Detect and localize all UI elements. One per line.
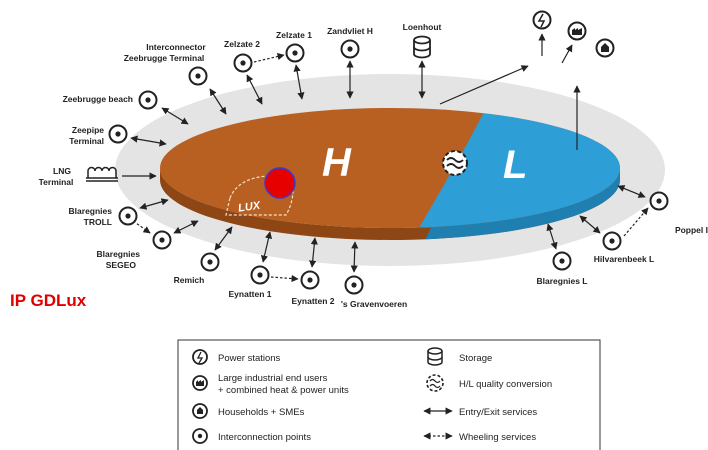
label-zelzate1: Zelzate 1	[276, 30, 312, 40]
legend-power-stations: Power stations	[218, 353, 281, 364]
label-hilvarenbeek: Hilvarenbeek L	[594, 254, 654, 264]
page-title: IP GDLux	[10, 291, 87, 310]
legend-storage: Storage	[459, 353, 492, 364]
label-lng-l1: LNG	[53, 166, 71, 176]
label-gravenvoeren: 's Gravenvoeren	[341, 299, 407, 309]
label-zeepipe-l2: Terminal	[69, 136, 104, 146]
legend-interconnection: Interconnection points	[218, 432, 311, 443]
l-zone-label: L	[503, 143, 527, 187]
label-zandvliet: Zandvliet H	[327, 26, 373, 36]
power-station-icon	[532, 10, 552, 30]
label-interconnector-l1: Interconnector	[146, 42, 206, 52]
label-blaregnies-segeo-l2: SEGEO	[106, 260, 137, 270]
legend-industrial-l1: Large industrial end users	[218, 373, 328, 384]
label-zeebrugge-beach: Zeebrugge beach	[63, 94, 133, 104]
loenhout-storage-icon	[413, 35, 431, 59]
label-blaregnies-troll-l2: TROLL	[84, 217, 112, 227]
label-lng-l2: Terminal	[39, 177, 74, 187]
industrial-user-icon	[567, 21, 587, 41]
legend-conversion-icon	[426, 374, 444, 392]
legend-interconnection-icon	[192, 428, 208, 444]
legend-industrial-l2: + combined heat & power units	[218, 385, 349, 396]
legend: Power stations Large industrial end user…	[177, 339, 601, 450]
legend-entry-exit: Entry/Exit services	[459, 407, 537, 418]
household-icon	[595, 38, 615, 58]
legend-wheeling: Wheeling services	[459, 432, 536, 443]
legend-storage-icon	[427, 347, 443, 366]
label-blaregnies-l: Blaregnies L	[536, 276, 587, 286]
legend-power-icon	[192, 349, 208, 365]
label-interconnector-l2: Zeebrugge Terminal	[124, 53, 205, 63]
lux-label: LUX	[237, 200, 261, 215]
legend-households: Households + SMEs	[218, 407, 305, 418]
h-zone-label: H	[322, 141, 352, 185]
label-eynatten1: Eynatten 1	[229, 289, 272, 299]
legend-conversion: H/L quality conversion	[459, 379, 552, 390]
legend-industrial-icon	[192, 375, 208, 391]
label-remich: Remich	[174, 275, 205, 285]
label-loenhout: Loenhout	[403, 22, 442, 32]
lng-terminal-icon	[86, 166, 118, 182]
label-eynatten2: Eynatten 2	[292, 296, 335, 306]
label-zeepipe-l1: Zeepipe	[72, 125, 104, 135]
label-zelzate2: Zelzate 2	[224, 39, 260, 49]
hl-conversion-icon	[442, 150, 468, 176]
label-blaregnies-segeo-l1: Blaregnies	[97, 249, 141, 259]
label-poppel: Poppel I	[675, 225, 708, 235]
legend-household-icon	[192, 403, 208, 419]
label-blaregnies-troll-l1: Blaregnies	[69, 206, 113, 216]
gdlux-marker	[264, 167, 296, 199]
